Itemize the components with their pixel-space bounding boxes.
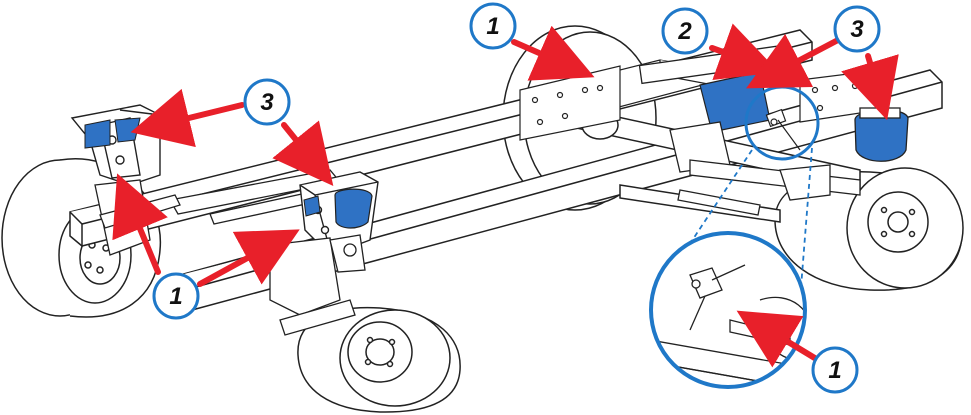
callout-c6: 1 <box>152 272 200 320</box>
callout-label: 2 <box>677 18 692 45</box>
red-arrows <box>112 23 899 368</box>
callout-label: 1 <box>169 283 182 310</box>
callout-label: 1 <box>486 13 499 40</box>
rear-trailing-arms <box>669 121 861 216</box>
arrow-3-to-rear-right-spring <box>841 53 899 121</box>
front-right-wheel <box>297 306 461 413</box>
callout-label: 3 <box>260 89 274 116</box>
callout-label: 3 <box>850 16 864 43</box>
arrow-1-to-frame <box>511 25 595 81</box>
arrow-3-to-rear-left-spring <box>746 33 841 89</box>
callout-c4: 3 <box>243 78 291 126</box>
callout-c7: 1 <box>811 346 859 394</box>
arrow-1-to-front-right-knuckle <box>197 229 300 287</box>
callout-label: 1 <box>828 357 841 384</box>
callout-c2: 2 <box>661 7 709 55</box>
callout-c1: 1 <box>469 2 517 50</box>
arrow-3-to-front-right-bracket <box>272 120 334 186</box>
callout-c3: 3 <box>833 5 881 53</box>
zoom-leader-lines <box>657 147 813 301</box>
leveling-valve <box>765 108 801 151</box>
arrow-3-to-front-left-bracket <box>130 88 245 148</box>
front-right-air-spring <box>303 188 373 229</box>
rear-right-wheel <box>774 167 964 291</box>
arrow-1-to-zoom-detail <box>736 310 821 368</box>
arrow-1-to-front-left-knuckle <box>112 173 168 275</box>
